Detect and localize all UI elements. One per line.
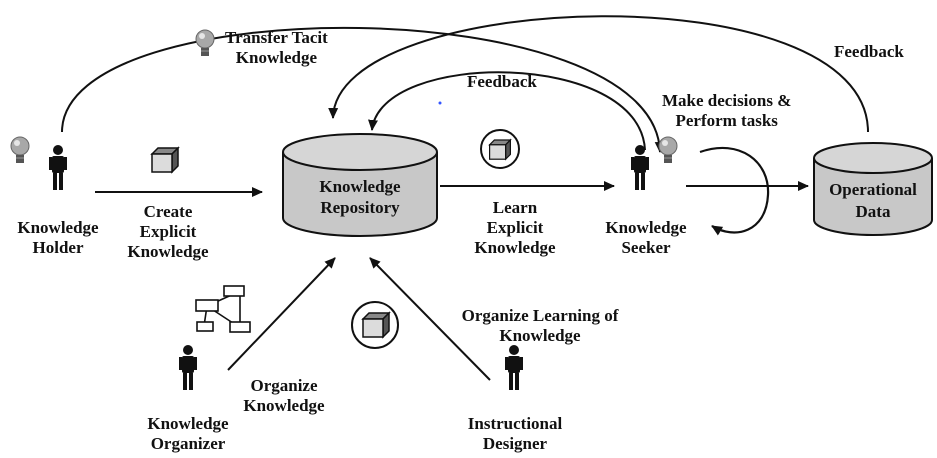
- create-explicit-label: Create Explicit Knowledge: [127, 202, 209, 261]
- operational-data-cylinder: [813, 142, 933, 236]
- network-icon: [195, 285, 251, 333]
- decision-loop-arrow: [699, 146, 770, 236]
- seeker-lightbulb-icon: [658, 136, 678, 164]
- create-explicit-box-icon: [151, 147, 179, 173]
- arrow-organize-knowledge: [227, 257, 336, 371]
- holder-lightbulb-icon: [10, 136, 30, 164]
- arc-feedback-inner: [368, 71, 646, 151]
- knowledge-holder-label: Knowledge Holder: [17, 218, 99, 257]
- knowledge-organizer-person-icon: [179, 345, 197, 390]
- arrow-organize-learning: [369, 257, 491, 381]
- blue-dot: [438, 101, 442, 105]
- arc-transfer-tacit: [61, 27, 665, 153]
- operational-data-label-2: Data: [856, 202, 891, 221]
- instructional-designer-label: Instructional Designer: [467, 414, 563, 453]
- feedback-inner-label: Feedback: [467, 72, 537, 91]
- knowledge-seeker-person-icon: [631, 145, 649, 190]
- learn-explicit-label: Learn Explicit Knowledge: [474, 198, 556, 257]
- feedback-top-label: Feedback: [834, 42, 904, 61]
- knowledge-holder-person-icon: [49, 145, 67, 190]
- knowledge-repository-label-2: Repository: [320, 198, 400, 217]
- operational-data-label-1: Operational: [829, 180, 917, 199]
- knowledge-organizer-label: Knowledge Organizer: [147, 414, 229, 453]
- learn-explicit-box-icon: [480, 129, 520, 169]
- knowledge-repository-label-1: Knowledge: [319, 177, 401, 196]
- transfer-tacit-label: Transfer Tacit Knowledge: [225, 28, 328, 67]
- make-decisions-label: Make decisions & Perform tasks: [662, 91, 792, 130]
- organize-learning-box-icon: [351, 301, 399, 349]
- instructional-designer-person-icon: [505, 345, 523, 390]
- knowledge-repository-cylinder: [282, 133, 438, 237]
- organize-learning-label: Organize Learning of Knowledge: [461, 306, 619, 345]
- transfer-lightbulb-icon: [195, 29, 215, 57]
- knowledge-seeker-label: Knowledge Seeker: [605, 218, 687, 257]
- organize-knowledge-label: Organize Knowledge: [243, 376, 325, 415]
- arc-feedback-top: [328, 15, 869, 133]
